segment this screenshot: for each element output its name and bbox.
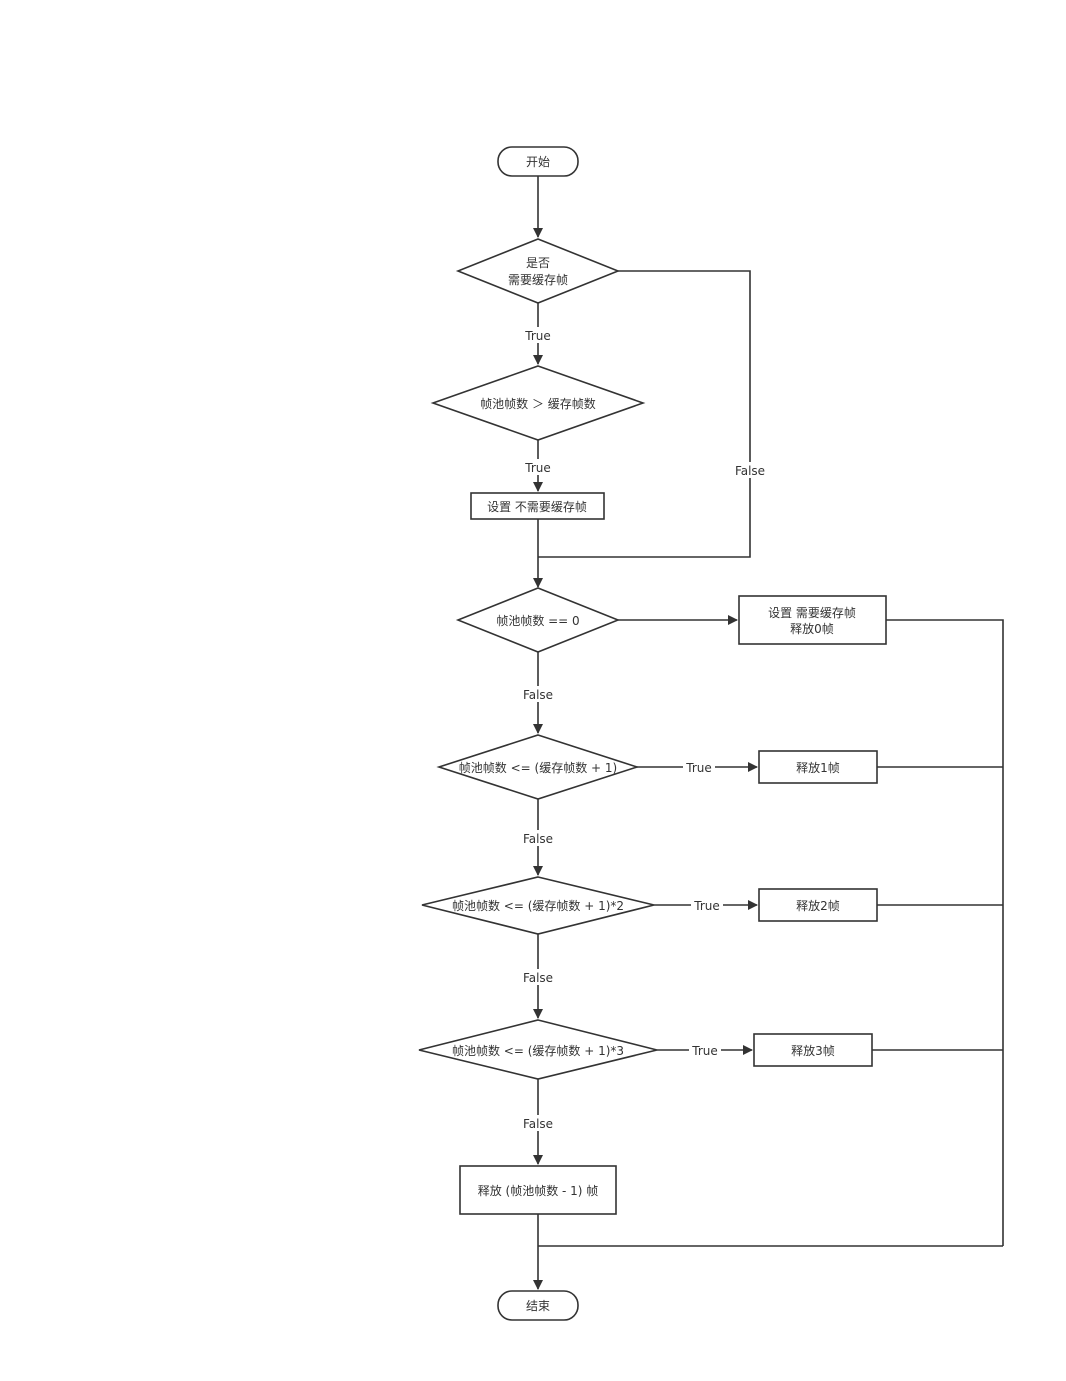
svg-text:False: False [735,464,765,478]
edge-label-need-cache-true: True [521,327,555,343]
svg-text:释放1帧: 释放1帧 [796,760,840,775]
svg-text:结束: 结束 [526,1299,550,1313]
release1-process[interactable]: 释放1帧 [758,750,878,784]
svg-text:释放0帧: 释放0帧 [790,621,834,636]
svg-text:True: True [524,461,551,475]
svg-text:设置 需要缓存帧: 设置 需要缓存帧 [768,606,856,620]
svg-text:设置 不需要缓存帧: 设置 不需要缓存帧 [487,500,587,514]
svg-text:False: False [523,1117,553,1131]
svg-text:True: True [524,329,551,343]
edge-label-le1-true: True [683,759,715,775]
svg-text:True: True [685,761,712,775]
svg-text:True: True [693,899,720,913]
set-no-cache-process[interactable]: 设置 不需要缓存帧 [470,492,605,520]
pool-gt-cache-decision[interactable]: 帧池帧数 ＞ 缓存帧数 [430,365,646,441]
edge-label-eq-zero-false: False [518,686,558,702]
svg-text:帧池帧数 <= (缓存帧数 + 1): 帧池帧数 <= (缓存帧数 + 1) [459,760,617,775]
edge-label-le3-true: True [689,1042,721,1058]
edge-label-le2-false: False [518,969,558,985]
pool-le-1-decision[interactable]: 帧池帧数 <= (缓存帧数 + 1) [436,734,640,800]
svg-text:False: False [523,971,553,985]
edge-release0-to-bus [886,619,1004,1246]
svg-text:需要缓存帧: 需要缓存帧 [508,273,568,287]
edge-label-le1-false: False [518,830,558,846]
pool-eq-zero-decision[interactable]: 帧池帧数 == 0 [455,587,621,653]
release3-process[interactable]: 释放3帧 [753,1033,873,1067]
edge-need-cache-false [538,270,751,558]
svg-text:释放3帧: 释放3帧 [791,1043,835,1058]
release-rest-process[interactable]: 释放 (帧池帧数 - 1) 帧 [459,1165,617,1215]
svg-text:释放 (帧池帧数 - 1) 帧: 释放 (帧池帧数 - 1) 帧 [478,1183,599,1198]
svg-text:帧池帧数 == 0: 帧池帧数 == 0 [496,613,579,628]
set-cache-release0-process[interactable]: 设置 需要缓存帧 释放0帧 [738,595,887,645]
edge-label-le2-true: True [691,897,723,913]
svg-text:True: True [691,1044,718,1058]
edge-label-le3-false: False [518,1115,558,1131]
end-node[interactable]: 结束 [497,1290,579,1321]
pool-le-2-decision[interactable]: 帧池帧数 <= (缓存帧数 + 1)*2 [421,876,655,935]
svg-text:释放2帧: 释放2帧 [796,898,840,913]
svg-text:帧池帧数 <= (缓存帧数 + 1)*2: 帧池帧数 <= (缓存帧数 + 1)*2 [452,898,624,913]
edge-label-gt-true: True [521,459,555,475]
edge-label-need-cache-false: False [730,462,770,478]
svg-text:False: False [523,832,553,846]
svg-text:是否: 是否 [526,256,550,270]
need-cache-decision[interactable]: 是否 需要缓存帧 [455,238,621,304]
pool-le-3-decision[interactable]: 帧池帧数 <= (缓存帧数 + 1)*3 [418,1019,658,1080]
svg-text:开始: 开始 [526,155,550,169]
svg-text:False: False [523,688,553,702]
svg-text:帧池帧数 ＞ 缓存帧数: 帧池帧数 ＞ 缓存帧数 [480,396,596,411]
svg-text:帧池帧数 <= (缓存帧数 + 1)*3: 帧池帧数 <= (缓存帧数 + 1)*3 [452,1043,624,1058]
release2-process[interactable]: 释放2帧 [758,888,878,922]
start-node[interactable]: 开始 [497,146,579,177]
